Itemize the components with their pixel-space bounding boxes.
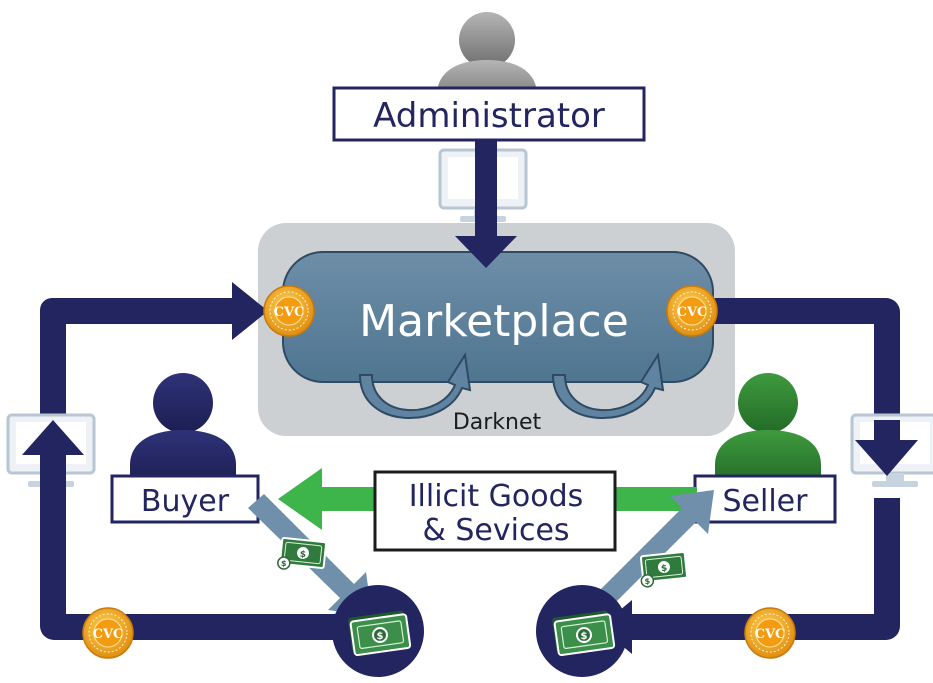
seller-label-box (693, 474, 837, 524)
goods-label-line1: Illicit Goods (409, 479, 584, 514)
buyer-up-arrow (22, 420, 84, 490)
cash-bundle-icon-buyer (346, 609, 412, 657)
seller-cash-circle (536, 585, 628, 677)
goods-label-box (373, 470, 617, 552)
cash-bundle-icon-buyer-flow (276, 536, 328, 575)
marketplace-title: Marketplace (359, 296, 629, 347)
svg-text:CVC: CVC (677, 305, 708, 320)
cvc-coin-icon-seller: CVC (744, 607, 796, 659)
svg-text:CVC: CVC (93, 627, 124, 642)
seller-down-arrow (855, 420, 918, 476)
cash-bundle-icon-seller (550, 609, 616, 657)
cash-bundle-icon-seller-flow (637, 550, 689, 589)
marketplace-cycle-arrows (358, 352, 665, 419)
administrator-label: Administrator (373, 96, 605, 136)
seller-person-icon (715, 373, 821, 485)
seller-payment-arrow (592, 490, 714, 612)
cvc-coin-icon-marketplace-right: CVC (666, 285, 718, 337)
goods-label-line2: & Sevices (422, 513, 569, 548)
cvc-coin-icon-buyer: CVC (82, 607, 134, 659)
buyer-label: Buyer (141, 484, 230, 519)
buyer-cash-circle (332, 585, 424, 677)
admin-to-marketplace-arrow (455, 128, 517, 268)
cvc-coin-icon-marketplace-left: CVC (263, 285, 315, 337)
buyer-person-icon (130, 373, 236, 485)
buyer-label-box (110, 474, 260, 524)
administrator-label-box (332, 86, 646, 142)
svg-text:CVC: CVC (755, 627, 786, 642)
darknet-label: Darknet (453, 410, 542, 435)
svg-text:CVC: CVC (274, 305, 305, 320)
seller-label: Seller (723, 484, 809, 519)
